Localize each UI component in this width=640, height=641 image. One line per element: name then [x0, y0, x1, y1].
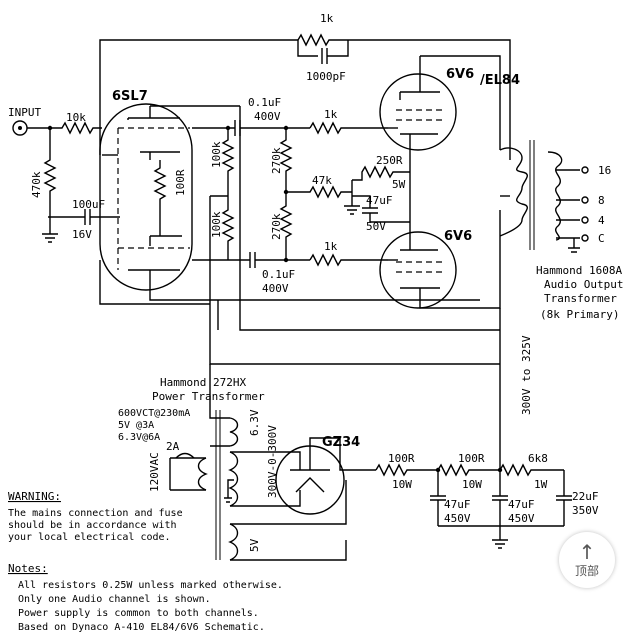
warning-line-2: should be in accordance with	[8, 520, 177, 531]
ot-label-4: (8k Primary)	[540, 308, 619, 321]
c-pcath-label: 47uF	[366, 194, 393, 207]
tap8-label: 8	[598, 194, 605, 207]
input-section: INPUT 10k 470k	[8, 106, 102, 243]
input-label: INPUT	[8, 106, 41, 119]
warning-title: WARNING:	[8, 490, 61, 503]
arrow-up-icon: ↑	[578, 540, 596, 564]
pt-label-2: Power Transformer	[152, 390, 265, 403]
c-cathode-label: 100uF	[72, 198, 105, 211]
fuse-label: 2A	[166, 440, 180, 453]
ps-c3-v-label: 350V	[572, 504, 599, 517]
ot-label-1: Hammond 1608A	[536, 264, 622, 277]
back-to-top-label: 顶部	[574, 564, 599, 578]
power-transformer: Hammond 272HX Power Transformer 600VCT@2…	[118, 364, 347, 561]
warning-block: WARNING: The mains connection and fuse s…	[8, 490, 183, 543]
r-input-label: 10k	[66, 111, 86, 124]
supply-buses: 300V to 325V	[99, 106, 533, 470]
mains-label: 120VAC	[148, 452, 161, 492]
notes-block: Notes: All resistors 0.25W unless marked…	[8, 562, 283, 633]
pt-label-1: Hammond 272HX	[160, 376, 246, 389]
power-supply-filter: 100R 10W 100R 10W 6k8 1W 47uF 450V 47uF …	[375, 452, 599, 549]
phase-splitter-network: 0.1uF 400V 100k 100k 0.1uF 400V 270k 270…	[192, 96, 388, 300]
tube-rect-label: GZ34	[322, 435, 360, 450]
tube-top-label: 6V6	[446, 67, 474, 82]
r-grid1-label: 270k	[270, 147, 283, 174]
tap16-label: 16	[598, 164, 611, 177]
notes-line-4: Based on Dynaco A-410 EL84/6V6 Schematic…	[18, 622, 265, 633]
c-fb-label: 1000pF	[306, 70, 346, 83]
tube-bottom-label: 6V6	[444, 229, 472, 244]
ps-c2-label: 47uF	[508, 498, 535, 511]
tube-gz34: GZ34	[275, 435, 376, 515]
ot-label-3: Transformer	[544, 292, 617, 305]
c-coup2-label: 0.1uF	[262, 268, 295, 281]
back-to-top-button[interactable]: ↑ 顶部	[559, 532, 615, 588]
warning-line-1: The mains connection and fuse	[8, 508, 183, 519]
pt-5v-label: 5V	[248, 538, 261, 552]
r-cathode-label: 100R	[174, 169, 187, 196]
tube-6sl7-label: 6SL7	[112, 89, 148, 104]
ps-r1-w-label: 10W	[392, 478, 412, 491]
r-pcath-w-label: 5W	[392, 178, 406, 191]
tube-6v6-bottom: 6V6	[379, 210, 501, 309]
c-pcath-v-label: 50V	[366, 220, 386, 233]
pt-spec-3: 6.3V@6A	[118, 432, 160, 443]
output-cathode-network: 250R 5W 47uF 50V	[352, 150, 411, 236]
cathode-bypass: 100uF 16V	[48, 198, 120, 241]
pt-63v-label: 6.3V	[248, 409, 261, 436]
ps-c1-v-label: 450V	[444, 512, 471, 525]
r-grid2-label: 270k	[270, 213, 283, 240]
feedback-network: 1k 1000pF	[99, 12, 511, 160]
r-pcath-label: 250R	[376, 154, 403, 167]
c-cathode-v-label: 16V	[72, 228, 92, 241]
tap4-label: 4	[598, 214, 605, 227]
tube-6sl7: 6SL7 100R	[99, 89, 240, 294]
r-stop1-label: 1k	[324, 108, 338, 121]
ps-r2-w-label: 10W	[462, 478, 482, 491]
tube-6v6-top: 6V6 /EL84	[379, 55, 520, 151]
c-coup2-v-label: 400V	[262, 282, 289, 295]
r-load1-label: 100k	[210, 141, 223, 168]
r-grid-label: 470k	[30, 171, 43, 198]
r-stop2-label: 1k	[324, 240, 338, 253]
ot-label-2: Audio Output	[544, 278, 623, 291]
warning-line-3: your local electrical code.	[8, 532, 171, 543]
r-load2-label: 100k	[210, 211, 223, 238]
pt-spec-2: 5V @3A	[118, 420, 154, 431]
c-coup1-label: 0.1uF	[248, 96, 281, 109]
pt-spec-1: 600VCT@230mA	[118, 408, 190, 419]
tapc-label: C	[598, 232, 605, 245]
notes-line-1: All resistors 0.25W unless marked otherw…	[18, 580, 283, 591]
b-volt-label: 300V to 325V	[520, 335, 533, 415]
ps-r3-w-label: 1W	[534, 478, 548, 491]
output-transformer: 16 8 4 C Hammond 1608A Audio Output Tran…	[499, 140, 623, 321]
c-coup1-v-label: 400V	[254, 110, 281, 123]
r-bias-label: 47k	[312, 174, 332, 187]
ps-c1-label: 47uF	[444, 498, 471, 511]
ps-r2-label: 100R	[458, 452, 485, 465]
ps-c2-v-label: 450V	[508, 512, 535, 525]
ps-c3-label: 22uF	[572, 490, 599, 503]
notes-line-3: Power supply is common to both channels.	[18, 608, 259, 619]
notes-title: Notes:	[8, 562, 48, 575]
notes-line-2: Only one Audio channel is shown.	[18, 594, 211, 605]
ps-r1-label: 100R	[388, 452, 415, 465]
r-fb-label: 1k	[320, 12, 334, 25]
ps-r3-label: 6k8	[528, 452, 548, 465]
